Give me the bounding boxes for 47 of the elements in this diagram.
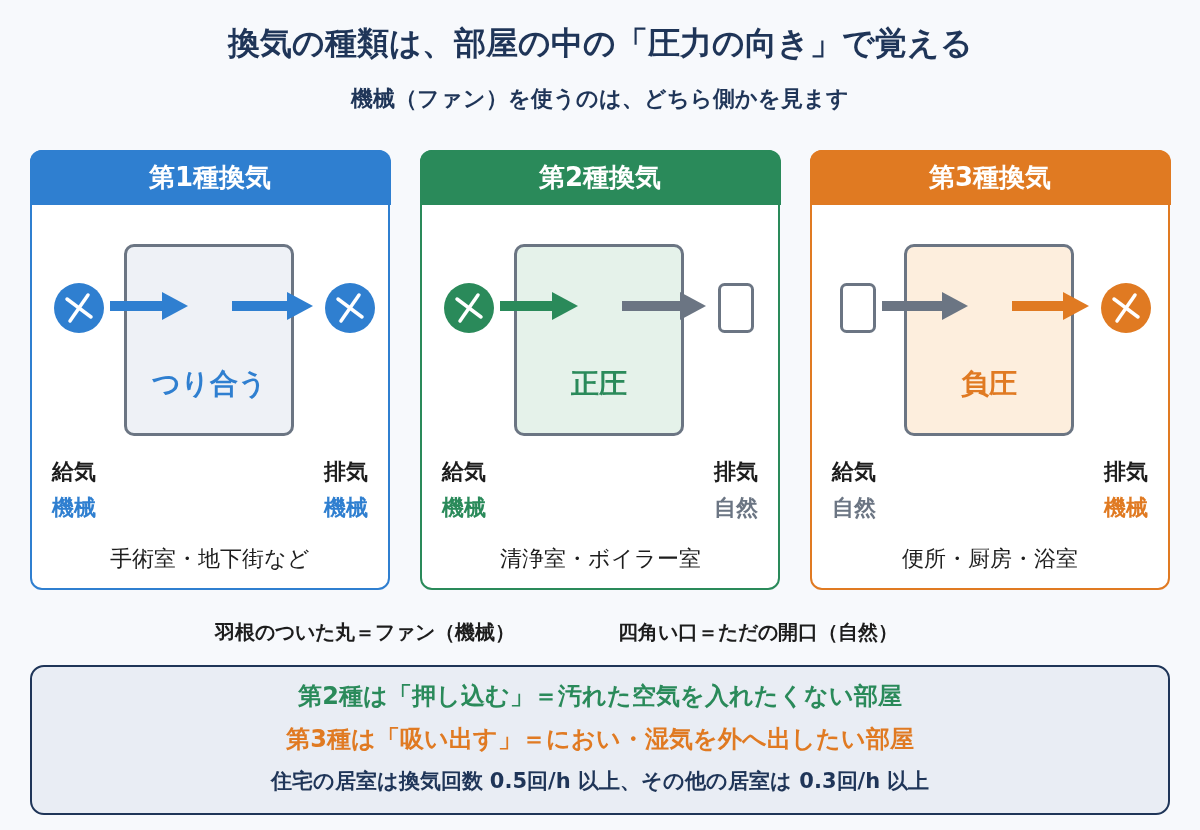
flow-label: 給気 — [442, 458, 486, 486]
room-examples: 便所・厨房・浴室 — [901, 545, 1079, 573]
opening-icon — [718, 283, 754, 333]
subtitle: 機械（ファン）を使うのは、どちら側かを見ます — [349, 85, 850, 113]
fan-icon — [1101, 283, 1151, 333]
flow-label: 給気 — [52, 458, 96, 486]
method-label: 自然 — [714, 494, 758, 522]
flow-label: 排気 — [714, 458, 758, 486]
flow-label: 排気 — [1104, 458, 1148, 486]
note-box — [30, 665, 1170, 815]
flow-label: 給気 — [832, 458, 876, 486]
note-text: 第2種は「押し込む」＝汚れた空気を入れたくない部屋 — [297, 681, 903, 712]
pressure-label: つり合う — [150, 366, 268, 402]
arrow — [500, 292, 578, 320]
room-examples: 清浄室・ボイラー室 — [498, 545, 702, 573]
method-label: 機械 — [442, 494, 486, 522]
ventilation-panel — [810, 150, 1170, 590]
title: 換気の種類は、部屋の中の「圧力の向き」で覚える — [226, 23, 974, 64]
ventilation-panel — [420, 150, 780, 590]
note-text: 住宅の居室は換気回数 0.5回/h 以上、その他の居室は 0.3回/h 以上 — [269, 768, 931, 795]
room-box — [904, 244, 1074, 436]
pressure-label: 負圧 — [960, 366, 1018, 402]
flow-label: 排気 — [324, 458, 368, 486]
legend-text: 四角い口＝ただの開口（自然） — [618, 619, 898, 646]
fan-icon — [325, 283, 375, 333]
method-label: 機械 — [324, 494, 368, 522]
legend-text: 羽根のついた丸＝ファン（機械） — [215, 619, 515, 646]
fan-icon — [54, 283, 104, 333]
panel-header: 第3種換気 — [809, 149, 1171, 205]
arrow — [110, 292, 188, 320]
arrow — [1012, 292, 1089, 320]
method-label: 自然 — [832, 494, 876, 522]
panel-header: 第2種換気 — [419, 149, 781, 205]
fan-icon — [444, 283, 494, 333]
ventilation-panel — [30, 150, 390, 590]
arrow — [882, 292, 968, 320]
room-box — [514, 244, 684, 436]
note-text: 第3種は「吸い出す」＝におい・湿気を外へ出したい部屋 — [285, 724, 915, 755]
arrow — [232, 292, 313, 320]
pressure-label: 正圧 — [570, 366, 628, 402]
panel-header: 第1種換気 — [29, 149, 391, 205]
opening-icon — [840, 283, 876, 333]
room-examples: 手術室・地下街など — [109, 545, 311, 573]
method-label: 機械 — [1104, 494, 1148, 522]
room-box — [124, 244, 294, 436]
arrow — [622, 292, 706, 320]
method-label: 機械 — [52, 494, 96, 522]
